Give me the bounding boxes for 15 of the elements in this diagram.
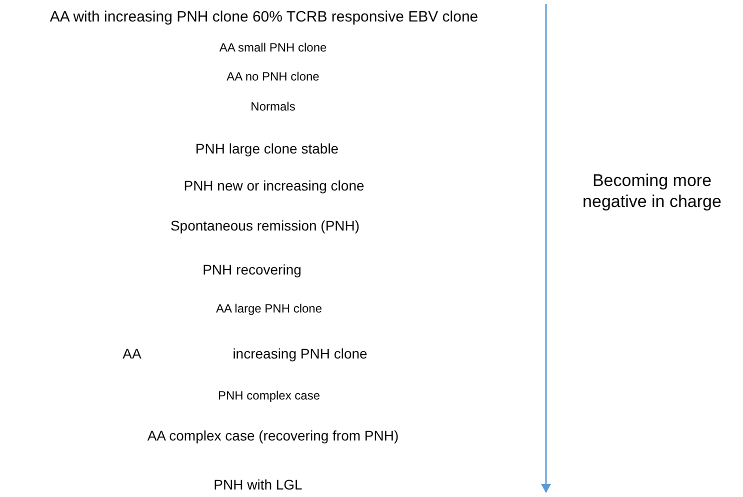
- label-text: Becoming more negative in charge: [582, 170, 722, 212]
- label-text: Spontaneous remission (PNH): [170, 217, 360, 235]
- label-text: PNH with LGL: [214, 476, 302, 494]
- label-text: AA: [122, 345, 142, 363]
- label-text: AA with increasing PNH clone 60% TCRB responsive EBV clone: [50, 8, 478, 28]
- label-text: PNH recovering: [202, 261, 302, 279]
- label-text: AA small PNH clone: [219, 40, 327, 56]
- label-text: PNH new or increasing clone: [184, 177, 364, 195]
- label-text: AA no PNH clone: [226, 70, 320, 84]
- label-text: increasing PNH clone: [232, 345, 368, 363]
- label-text: AA complex case (recovering from PNH): [147, 427, 399, 445]
- label-text: Normals: [250, 100, 296, 114]
- label-text: AA large PNH clone: [216, 302, 322, 316]
- label-text: PNH large clone stable: [195, 140, 339, 158]
- label-text: PNH complex case: [218, 388, 320, 404]
